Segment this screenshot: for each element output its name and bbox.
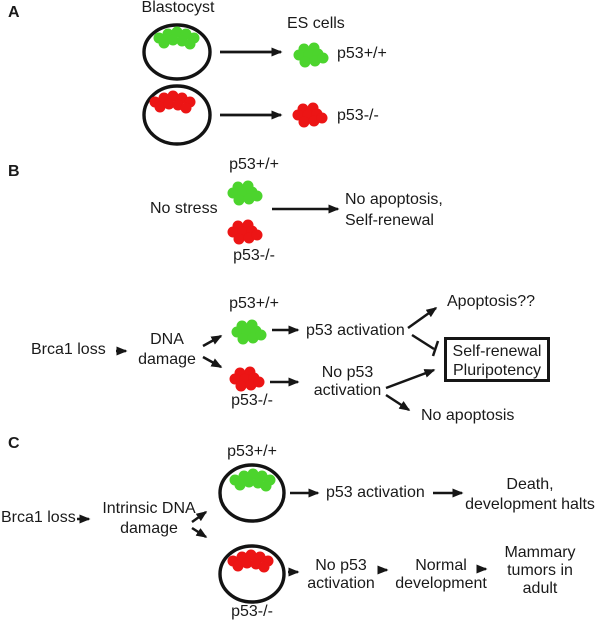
dna-damage-stress-line2: damage xyxy=(138,351,196,368)
panel-c-ko-dev-line1: Normal xyxy=(415,557,467,574)
no-stress-outcome-line1: No apoptosis, xyxy=(345,191,443,208)
panel-a-wildtype-label: p53+/+ xyxy=(337,45,387,62)
arrow-damage-to-wt-cells xyxy=(202,334,223,348)
dna-damage-ko-response-line2: activation xyxy=(313,382,382,399)
panel-c-wt-response: p53 activation xyxy=(326,484,425,501)
dna-damage-wildtype-label: p53+/+ xyxy=(229,295,279,312)
arrow-activation-to-apoptosis xyxy=(407,306,438,330)
no-stress-knockout-cluster xyxy=(227,219,263,245)
blastocyst-circle-knockout xyxy=(142,84,212,146)
dna-damage-knockout-cluster xyxy=(229,366,265,392)
panel-c-wt-outcome-line2: development halts xyxy=(465,496,595,513)
dna-damage-ko-response-line1: No p53 xyxy=(321,364,374,381)
dna-damage-wildtype-cluster xyxy=(231,319,267,345)
no-stress-outcome-line2: Self-renewal xyxy=(345,212,434,229)
dna-damage-ko-outcome: No apoptosis xyxy=(421,407,515,424)
es-cells-title: ES cells xyxy=(287,15,345,32)
es-cells-knockout-cluster xyxy=(292,102,328,128)
panel-c-knockout-label: p53-/- xyxy=(231,603,273,620)
arrow-no-activation-to-no-apoptosis xyxy=(385,393,411,412)
blastocyst-title: Blastocyst xyxy=(141,0,215,16)
arrow-damage-to-wt-blastocyst xyxy=(191,510,208,524)
embryo-circle-knockout xyxy=(218,544,286,604)
panel-c-wt-outcome: Death, development halts xyxy=(459,475,600,515)
panel-c-stress: Intrinsic DNA damage xyxy=(97,499,201,539)
panel-c-ko-response: No p53 activation xyxy=(303,557,379,593)
dna-damage-stress-line1: DNA xyxy=(150,331,184,348)
panel-c-stress-line2: damage xyxy=(120,520,178,537)
embryo-knockout-cells xyxy=(227,549,274,573)
panel-c-ko-outcome-line3: adult xyxy=(522,580,558,597)
panel-b-letter: B xyxy=(8,163,20,180)
panel-c-ko-response-line2: activation xyxy=(307,575,375,592)
panel-c-wt-outcome-line1: Death, xyxy=(506,476,554,493)
arrow-no-activation-to-box xyxy=(385,368,436,390)
dna-damage-stress: DNA damage xyxy=(132,330,202,370)
dna-damage-knockout-label: p53-/- xyxy=(231,392,273,409)
es-cells-wildtype-cluster xyxy=(293,42,329,68)
self-renewal-pluripotency-box: Self-renewal Pluripotency xyxy=(444,337,550,382)
inhibition-bar xyxy=(431,340,440,357)
panel-c-stress-line1: Intrinsic DNA xyxy=(102,500,196,517)
panel-c-wildtype-label: p53+/+ xyxy=(227,443,277,460)
box-line2: Pluripotency xyxy=(452,362,542,379)
panel-c-ko-outcome: Mammary tumors in adult xyxy=(499,544,581,598)
no-stress-knockout-label: p53-/- xyxy=(233,247,275,264)
no-stress-outcome: No apoptosis, Self-renewal xyxy=(345,189,443,231)
blastocyst-circle-wildtype xyxy=(142,23,212,81)
no-stress-wildtype-cluster xyxy=(227,180,263,206)
dna-damage-wt-outcome: Apoptosis?? xyxy=(447,293,536,310)
panel-c-trigger: Brca1 loss xyxy=(1,509,76,526)
box-line1: Self-renewal xyxy=(452,343,542,360)
no-stress-condition: No stress xyxy=(150,200,218,217)
panel-c-letter: C xyxy=(8,435,20,452)
dna-damage-wt-response: p53 activation xyxy=(306,322,405,339)
inhibition-line-activation-to-box xyxy=(411,333,435,351)
no-stress-wildtype-label: p53+/+ xyxy=(229,156,279,173)
panel-c-ko-development: Normal development xyxy=(387,557,495,593)
panel-c-ko-outcome-line1: Mammary xyxy=(504,544,576,561)
panel-c-ko-dev-line2: development xyxy=(395,575,487,592)
embryo-circle-wildtype xyxy=(218,463,286,523)
dna-damage-ko-response: No p53 activation xyxy=(305,364,390,400)
panel-c-ko-outcome-line2: tumors in xyxy=(507,562,573,579)
arrow-damage-to-ko-blastocyst xyxy=(191,526,208,539)
panel-a-letter: A xyxy=(8,4,20,21)
arrow-damage-to-ko-cells xyxy=(202,355,223,369)
embryo-wildtype-cells xyxy=(229,468,276,492)
panel-a-knockout-label: p53-/- xyxy=(337,107,379,124)
panel-c-ko-response-line1: No p53 xyxy=(315,557,367,574)
dna-damage-trigger: Brca1 loss xyxy=(31,341,106,358)
